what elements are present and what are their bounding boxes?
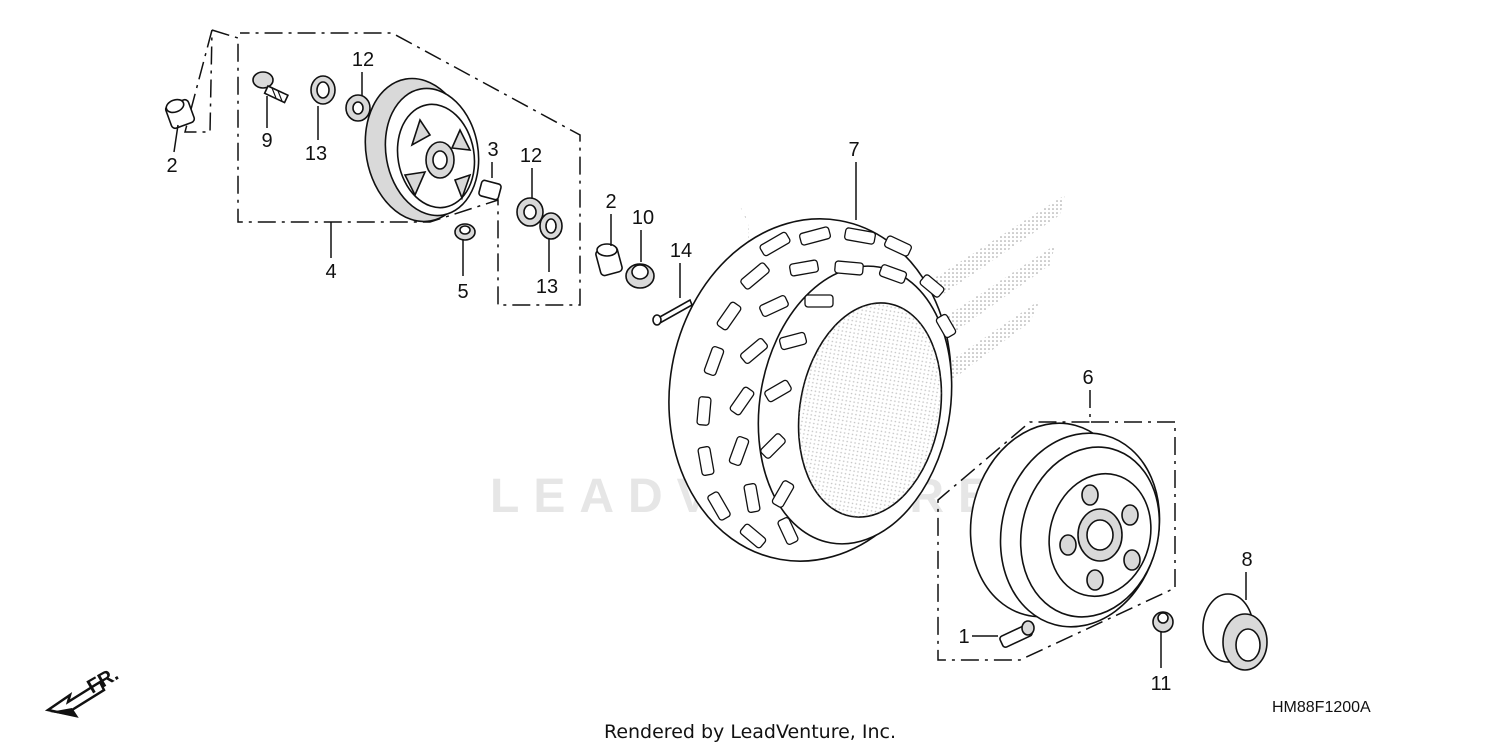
callout-8: 8 (1241, 549, 1252, 571)
callout-11: 11 (1151, 673, 1172, 695)
callout-12-top: 12 (352, 49, 374, 71)
wheel-hub-drum (364, 77, 480, 223)
callout-1: 1 (958, 626, 969, 648)
bearing-part-12-top (345, 72, 371, 122)
callout-13-lower: 13 (536, 276, 558, 298)
callout-3: 3 (487, 139, 498, 161)
callout-7: 7 (848, 139, 859, 161)
cotter-pin-part-14 (652, 263, 694, 326)
spacer-part-3 (478, 162, 502, 201)
collar-part-2-middle (595, 214, 623, 277)
callout-2-middle: 2 (605, 191, 616, 213)
rim-assembly-bracket (937, 390, 1176, 661)
callouts: 2 9 13 12 3 12 4 5 13 2 10 14 7 6 8 1 11 (166, 49, 1252, 695)
bearing-part-12-lower (516, 168, 544, 227)
hub-assembly-bracket (184, 29, 581, 306)
castle-nut-part-10 (625, 230, 655, 289)
tire-part-7 (668, 162, 957, 562)
callout-13-top: 13 (305, 143, 327, 165)
callout-2-left: 2 (166, 155, 177, 177)
valve-stem-part-1 (972, 620, 1035, 649)
callout-14: 14 (670, 240, 692, 262)
seal-part-13-lower (539, 212, 563, 272)
front-direction-arrow: FR. (44, 663, 122, 718)
callout-9: 9 (261, 130, 272, 152)
callout-4: 4 (325, 261, 336, 283)
callout-10: 10 (632, 207, 654, 229)
callout-12-lower: 12 (520, 145, 542, 167)
lug-nut-part-11 (1152, 611, 1174, 668)
callout-6: 6 (1082, 367, 1093, 389)
collar-part-2-left (164, 98, 196, 153)
tire-tread-lugs (696, 226, 957, 549)
bolt-part-9 (252, 71, 290, 128)
callout-5: 5 (457, 281, 468, 303)
nut-part-5 (454, 223, 476, 276)
wheel-rim-part-6 (969, 422, 1161, 628)
hub-cap-part-8 (1202, 572, 1268, 671)
footer-credit: Rendered by LeadVenture, Inc. (604, 721, 896, 743)
seal-part-13-top (310, 75, 336, 140)
diagram-code: HM88F1200A (1272, 699, 1371, 716)
